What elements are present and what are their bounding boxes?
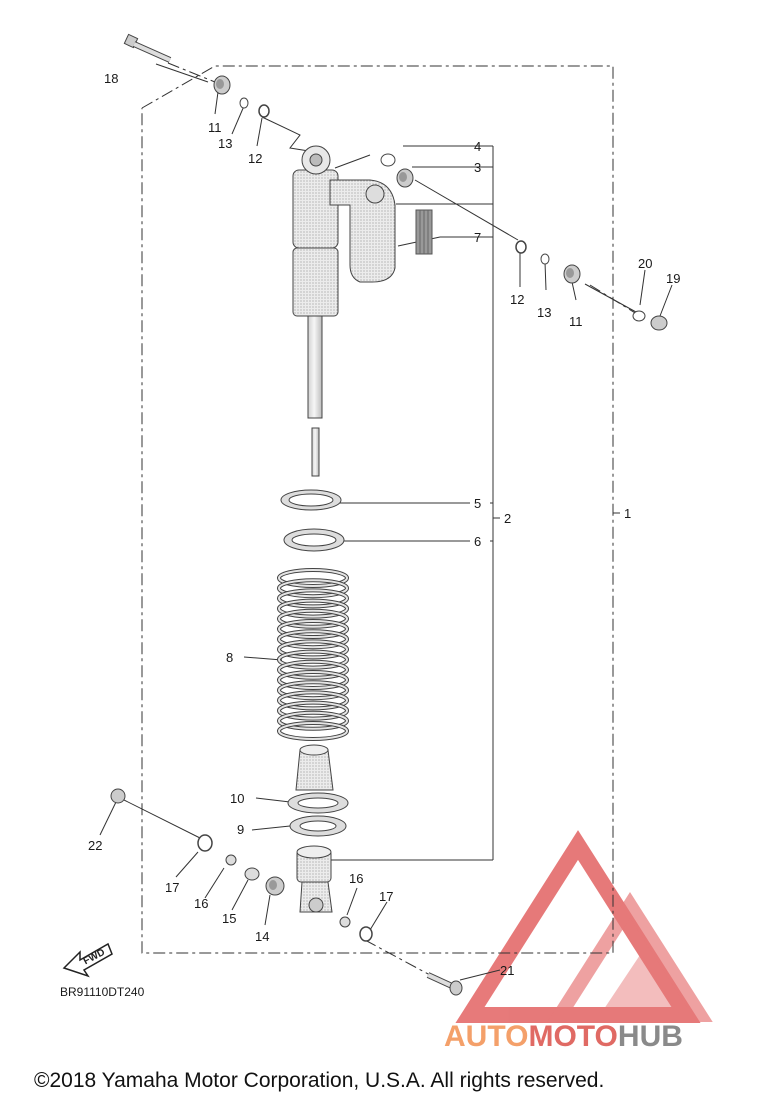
- watermark-logo: [455, 830, 713, 1023]
- watermark-brand: AUTOMOTOHUB: [444, 1020, 683, 1053]
- spring-8: [277, 568, 349, 741]
- brand-hub: HUB: [618, 1020, 683, 1053]
- callout-9: 9: [237, 822, 244, 837]
- spring-coil: [278, 650, 348, 669]
- bearing-12-upper: [258, 104, 270, 118]
- callout-17-left: 17: [165, 880, 179, 895]
- spring-seat-10: [287, 792, 349, 814]
- label-sheet-7: [415, 209, 433, 255]
- callout-1: 1: [624, 506, 631, 521]
- oil-seal-13-right: [540, 253, 550, 265]
- callout-8: 8: [226, 650, 233, 665]
- callout-10: 10: [230, 791, 244, 806]
- nut-22: [110, 788, 126, 804]
- copyright-text: ©2018 Yamaha Motor Corporation, U.S.A. A…: [34, 1069, 604, 1092]
- brand-moto: MOTO: [528, 1020, 617, 1053]
- callout-11-upper: 11: [208, 120, 222, 135]
- spring-coil: [278, 630, 348, 649]
- callout-22: 22: [88, 838, 102, 853]
- oil-seal-16-left: [225, 854, 237, 866]
- callout-7: 7: [474, 230, 481, 245]
- spring-coil: [278, 722, 348, 740]
- oring-4: [380, 153, 396, 167]
- callout-11-right: 11: [569, 314, 583, 329]
- spring-coil: [278, 609, 348, 628]
- callout-18: 18: [104, 71, 118, 86]
- collar-14: [265, 876, 285, 896]
- callout-16-left: 16: [194, 896, 208, 911]
- adjuster-nut-5: [280, 489, 342, 511]
- lock-nut-6: [283, 528, 345, 552]
- bracket-2: [330, 145, 500, 861]
- bearing-15: [244, 867, 260, 881]
- callout-13-right: 13: [537, 305, 551, 320]
- diagram-code: BR91110DT240: [60, 985, 145, 999]
- spring-coil: [278, 579, 348, 598]
- callout-20: 20: [638, 256, 652, 271]
- bump-stop: [295, 744, 334, 791]
- bolt-18: [123, 33, 172, 63]
- nut-19: [650, 315, 668, 331]
- callout-15: 15: [222, 911, 236, 926]
- spring-coil: [278, 640, 348, 659]
- fwd-arrow-icon: FWD: [62, 942, 113, 978]
- collar-11-right: [563, 264, 581, 284]
- piston-rod-segment: [311, 427, 320, 477]
- spring-guide-9: [289, 815, 347, 837]
- assembly-boundary-1: [141, 65, 614, 954]
- callout-4: 4: [474, 139, 481, 154]
- shock-absorber-body: [292, 145, 396, 419]
- callout-21: 21: [500, 963, 514, 978]
- brand-auto: AUTO: [444, 1020, 528, 1053]
- spring-coil: [278, 701, 348, 720]
- bolt-21: [426, 972, 463, 996]
- spring-coil: [278, 711, 348, 730]
- collar-3: [396, 168, 414, 188]
- callout-13-upper: 13: [218, 136, 232, 151]
- callout-2: 2: [504, 511, 511, 526]
- callout-6: 6: [474, 534, 481, 549]
- washer-20: [632, 310, 646, 322]
- callout-12-upper: 12: [248, 151, 262, 166]
- spring-coil: [278, 569, 348, 587]
- callout-labels: 1 2 3 4 5 6 7 8 9 10 11 11 12 12 13 13 1…: [88, 71, 680, 978]
- bearing-12-right: [515, 240, 527, 254]
- washer-17-right: [359, 926, 373, 942]
- spring-coil: [278, 681, 348, 700]
- callout-12-right: 12: [510, 292, 524, 307]
- spring-coil: [278, 589, 348, 608]
- callout-14: 14: [255, 929, 269, 944]
- oil-seal-13-upper: [239, 97, 249, 109]
- spring-coil: [278, 660, 348, 679]
- collar-11-upper: [213, 75, 231, 95]
- spring-coil: [278, 671, 348, 689]
- spring-coil: [278, 691, 348, 710]
- leader-lines: [99, 63, 673, 981]
- callout-5: 5: [474, 496, 481, 511]
- oil-seal-16-right: [339, 916, 351, 928]
- spring-coil: [278, 620, 348, 638]
- callout-3: 3: [474, 160, 481, 175]
- callout-17-right: 17: [379, 889, 393, 904]
- washer-17-left: [197, 834, 213, 852]
- callout-16-right: 16: [349, 871, 363, 886]
- lower-clevis: [296, 845, 333, 913]
- spring-coil: [278, 599, 348, 618]
- callout-19: 19: [666, 271, 680, 286]
- axis-lines: [167, 62, 641, 976]
